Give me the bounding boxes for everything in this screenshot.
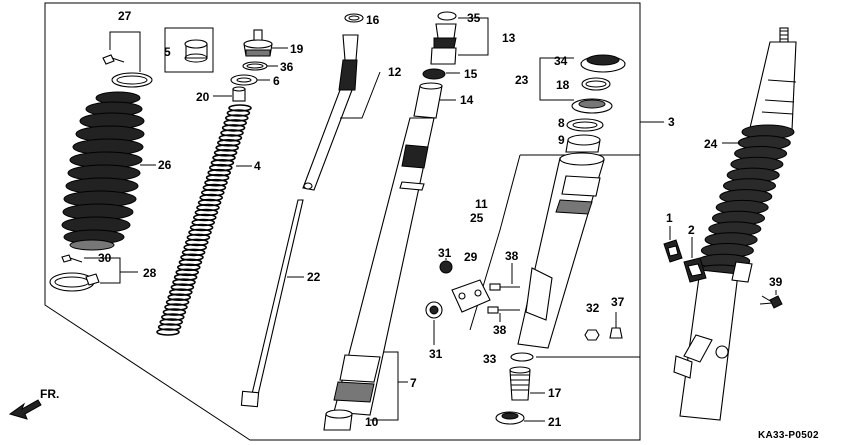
part-39-bolt xyxy=(759,295,783,309)
part-18-stopper-ring xyxy=(581,77,611,91)
part-16-piston-ring xyxy=(344,13,364,23)
part-12-damper-rod xyxy=(302,34,359,191)
part-14-bushing xyxy=(413,82,443,119)
callout-28: 28 xyxy=(143,266,157,280)
callout-21: 21 xyxy=(548,415,562,429)
part-oil-seal xyxy=(571,98,613,114)
callout-31-top: 31 xyxy=(438,246,452,260)
callout-14: 14 xyxy=(460,93,474,107)
part-29-brake-hose-guide xyxy=(451,279,491,313)
callout-29: 29 xyxy=(464,250,478,264)
part-26-fork-boot xyxy=(61,91,145,251)
callout-7: 7 xyxy=(410,376,417,390)
callout-12: 12 xyxy=(388,65,402,79)
part-13-valve-assembly xyxy=(430,23,457,65)
leader-12 xyxy=(340,71,381,119)
callout-5: 5 xyxy=(164,45,171,59)
callout-4: 4 xyxy=(254,159,261,173)
part-24-front-fork-assembly xyxy=(673,27,797,421)
callout-35: 35 xyxy=(467,11,481,25)
front-direction-label: FR. xyxy=(40,387,59,401)
part-35-ring xyxy=(437,11,457,21)
assembly-frame xyxy=(44,2,641,441)
callout-32: 32 xyxy=(586,301,600,315)
callout-17: 17 xyxy=(548,386,562,400)
callout-36: 36 xyxy=(280,60,294,74)
leader-23 xyxy=(539,57,574,101)
callout-25: 25 xyxy=(470,211,484,225)
diagram-code: KA33-P0502 xyxy=(758,430,819,441)
part-1-clip xyxy=(663,239,683,263)
front-direction-arrow xyxy=(8,399,42,420)
part-19-fork-cap xyxy=(243,29,273,57)
part-33-washer xyxy=(510,352,534,362)
part-6-washer xyxy=(230,74,258,86)
callout-2: 2 xyxy=(688,223,695,237)
leader-28-30 xyxy=(84,257,121,284)
part-9-slider-bushing xyxy=(565,134,601,153)
callout-8: 8 xyxy=(558,116,565,130)
callout-33: 33 xyxy=(483,352,497,366)
part-21-seal xyxy=(495,411,525,425)
part-31-grommet-bottom xyxy=(425,301,443,319)
callout-13: 13 xyxy=(502,31,516,45)
callout-22: 22 xyxy=(307,270,321,284)
part-5-collar xyxy=(184,39,208,63)
part-boot-clamp-top xyxy=(111,72,153,88)
callout-30: 30 xyxy=(98,251,112,265)
part-11-fork-slider xyxy=(517,152,605,349)
callout-19: 19 xyxy=(290,42,304,56)
part-2-clamp xyxy=(683,257,707,283)
part-32-nut xyxy=(584,329,600,341)
callout-3: 3 xyxy=(668,115,675,129)
part-8-back-up-ring xyxy=(566,118,604,132)
callout-15: 15 xyxy=(464,67,478,81)
part-7-fork-tube xyxy=(333,117,435,416)
callout-1: 1 xyxy=(666,211,673,225)
callout-24: 24 xyxy=(704,137,718,151)
callout-34: 34 xyxy=(554,54,568,68)
part-38-bolt-upper xyxy=(489,283,520,291)
part-28-boot-clamp xyxy=(49,272,100,292)
part-10-bushing xyxy=(323,409,353,431)
callout-10: 10 xyxy=(365,415,379,429)
part-17-damper-piston xyxy=(509,366,531,401)
part-27-bolt xyxy=(102,54,125,65)
part-4-fork-spring xyxy=(156,104,252,336)
callout-11: 11 xyxy=(475,197,488,211)
part-31-grommet-top xyxy=(439,260,453,274)
part-15-stopper xyxy=(422,68,446,80)
leader-27 xyxy=(109,31,141,72)
part-20-spacer xyxy=(232,86,246,102)
leader-13 xyxy=(458,17,489,56)
callout-16: 16 xyxy=(366,13,380,27)
callout-9: 9 xyxy=(558,133,565,147)
callout-31-bottom: 31 xyxy=(429,347,443,361)
callout-6: 6 xyxy=(273,74,280,88)
inset-box-5 xyxy=(164,27,214,73)
part-30-bolt xyxy=(61,254,83,263)
callout-38-bottom: 38 xyxy=(493,323,507,337)
part-34-dust-seal xyxy=(580,54,626,73)
callout-18: 18 xyxy=(556,78,570,92)
part-22-rebound-rod xyxy=(240,199,304,408)
callout-27: 27 xyxy=(118,9,132,23)
callout-23: 23 xyxy=(515,73,529,87)
callout-37: 37 xyxy=(611,295,625,309)
leader-7 xyxy=(370,351,399,421)
callout-38-top: 38 xyxy=(505,249,519,263)
part-37-bolt xyxy=(609,312,623,339)
callout-26: 26 xyxy=(158,158,172,172)
callout-20: 20 xyxy=(196,90,210,104)
callout-39: 39 xyxy=(769,275,783,289)
part-36-o-ring xyxy=(242,61,268,71)
part-38-bolt-lower xyxy=(487,306,520,314)
